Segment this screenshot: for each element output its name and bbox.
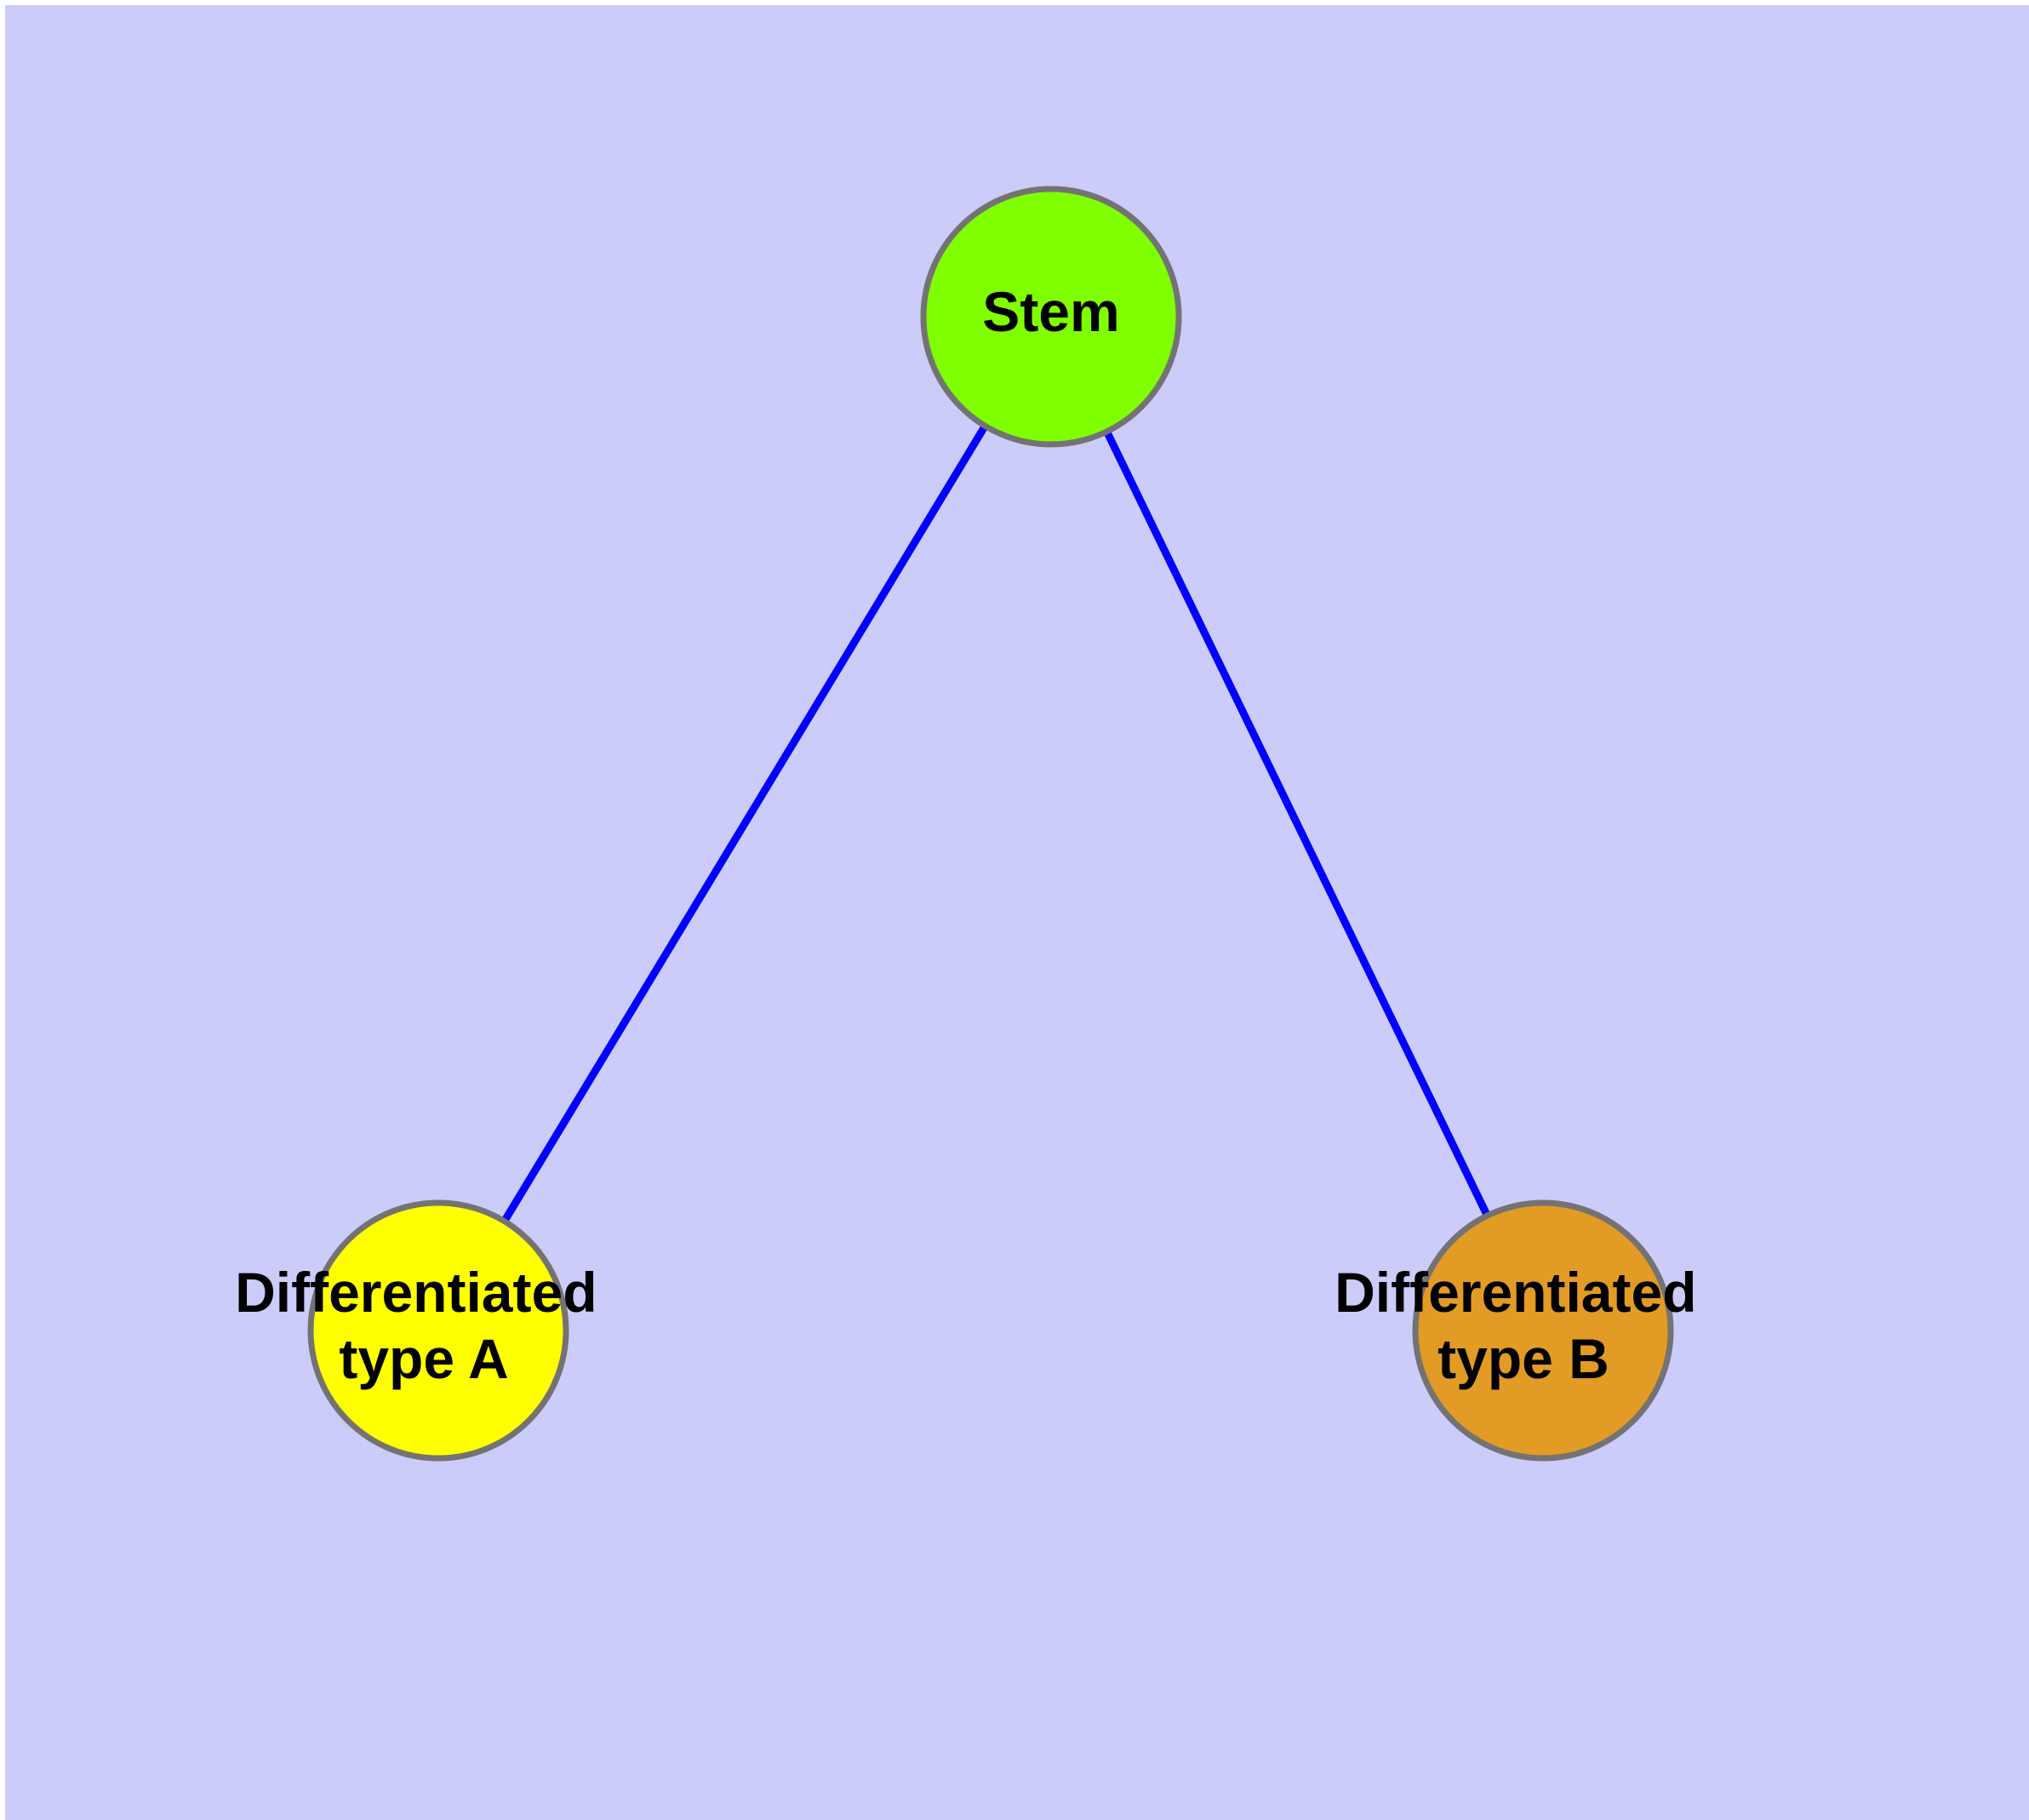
node-stem-label-line-1: Stem: [982, 280, 1119, 343]
edge-layer: [435, 314, 1547, 1333]
node-stem-circle[interactable]: [920, 186, 1182, 448]
node-layer: Stem Differentiated type A Differentiate…: [235, 186, 1712, 1462]
node-differentiated-type-a-label: Differentiated type A: [235, 1261, 613, 1390]
node-differentiated-type-a-label-line-2: type A: [339, 1327, 508, 1390]
node-differentiated-type-a-label-line-1: Differentiated: [235, 1261, 597, 1324]
node-differentiated-type-b-label-line-2: type B: [1437, 1327, 1609, 1390]
edge-stem-to-type-b[interactable]: [1047, 315, 1547, 1332]
node-differentiated-type-a[interactable]: Differentiated type A: [235, 1199, 613, 1462]
node-stem-label: Stem: [982, 280, 1119, 343]
node-differentiated-type-b-label: Differentiated type B: [1335, 1261, 1712, 1390]
node-stem[interactable]: Stem: [920, 186, 1182, 448]
node-differentiated-type-b-circle[interactable]: [1412, 1199, 1674, 1462]
node-differentiated-type-b[interactable]: Differentiated type B: [1335, 1199, 1712, 1462]
node-differentiated-type-a-circle[interactable]: [307, 1199, 569, 1462]
node-differentiated-type-b-label-line-1: Differentiated: [1335, 1261, 1696, 1324]
edge-stem-to-type-a[interactable]: [435, 314, 1055, 1333]
